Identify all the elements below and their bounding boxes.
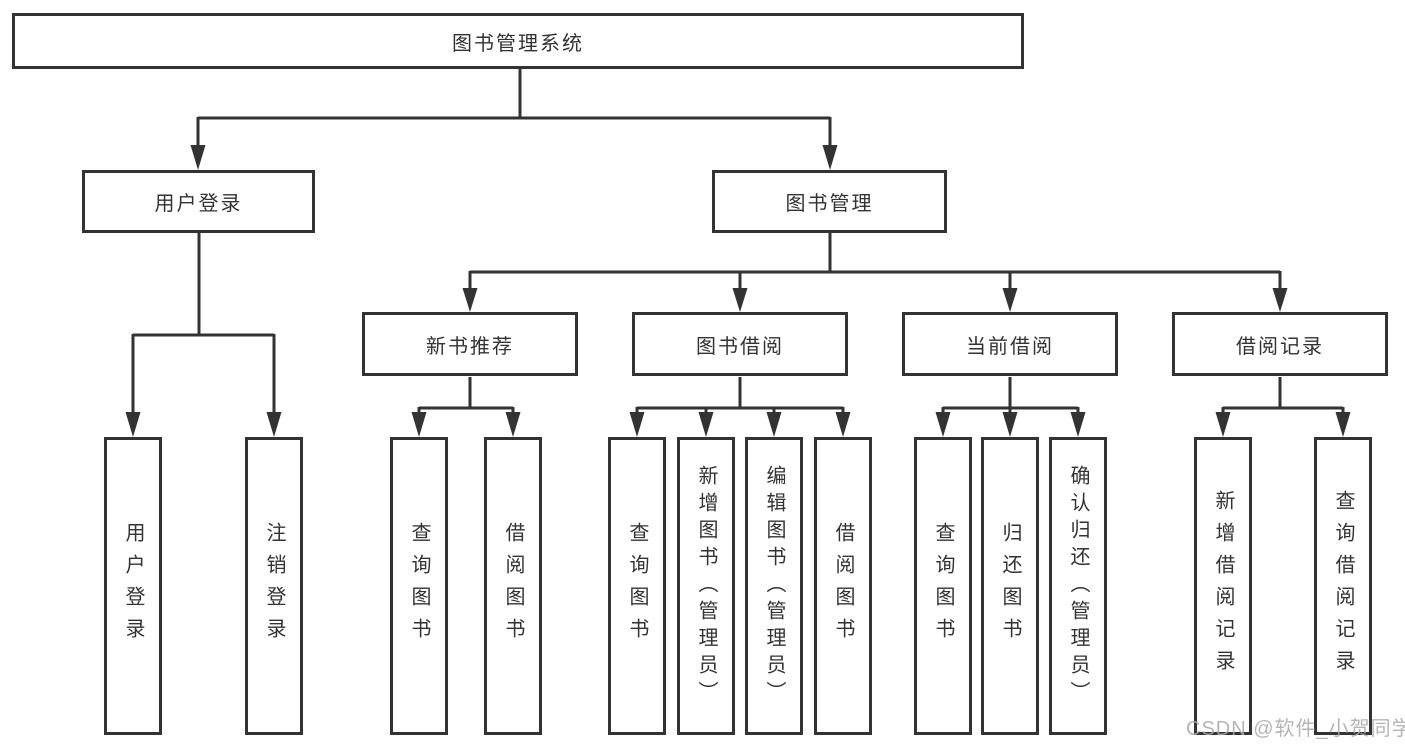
connector-current-borrow-children xyxy=(935,377,1086,437)
leaf-query-book-2-label: 查询图书 xyxy=(626,522,648,650)
connector-new-book-children xyxy=(411,377,521,437)
leaf-query-borrow-record-label: 查询借阅记录 xyxy=(1332,490,1354,682)
leaf-logout: 注销登录 xyxy=(245,437,303,735)
node-current-borrow: 当前借阅 xyxy=(902,312,1118,376)
node-new-book-rec-label: 新书推荐 xyxy=(426,335,514,358)
node-book-borrow: 图书借阅 xyxy=(632,312,848,376)
csdn-watermark: CSDN @软件_小贺同学 xyxy=(1186,718,1405,740)
leaf-edit-book-admin: 编辑图书（管理员） xyxy=(745,437,803,735)
connector-book-mgmt-to-level3 xyxy=(462,233,1288,312)
leaf-add-borrow-record: 新增借阅记录 xyxy=(1194,437,1252,735)
connector-borrow-records-children xyxy=(1215,377,1351,437)
connector-user-login-children xyxy=(125,233,282,437)
leaf-query-book-3-label: 查询图书 xyxy=(932,522,954,650)
leaf-return-book-label: 归还图书 xyxy=(999,522,1021,650)
leaf-user-login-label: 用户登录 xyxy=(122,522,144,650)
leaf-return-book: 归还图书 xyxy=(981,437,1039,735)
node-book-mgmt-label: 图书管理 xyxy=(785,193,874,215)
leaf-user-login: 用户登录 xyxy=(104,437,162,735)
node-root-system: 图书管理系统 xyxy=(12,13,1024,69)
leaf-borrow-book-1: 借阅图书 xyxy=(484,437,542,735)
leaf-add-borrow-record-label: 新增借阅记录 xyxy=(1212,490,1234,682)
node-current-borrow-label: 当前借阅 xyxy=(966,335,1054,358)
node-borrow-records-label: 借阅记录 xyxy=(1236,335,1324,358)
node-root-label: 图书管理系统 xyxy=(452,32,584,55)
leaf-query-book-1: 查询图书 xyxy=(390,437,448,735)
leaf-query-book-1-label: 查询图书 xyxy=(408,522,430,650)
node-book-mgmt: 图书管理 xyxy=(712,170,947,233)
leaf-confirm-return-admin-label: 确认归还（管理员） xyxy=(1067,464,1089,708)
node-borrow-records: 借阅记录 xyxy=(1172,312,1388,376)
node-book-borrow-label: 图书借阅 xyxy=(696,335,784,358)
leaf-borrow-book-2-label: 借阅图书 xyxy=(832,522,854,650)
leaf-borrow-book-1-label: 借阅图书 xyxy=(502,522,524,650)
leaf-query-borrow-record: 查询借阅记录 xyxy=(1314,437,1372,735)
leaf-logout-label: 注销登录 xyxy=(263,522,285,650)
node-new-book-rec: 新书推荐 xyxy=(362,312,578,376)
leaf-borrow-book-2: 借阅图书 xyxy=(814,437,872,735)
leaf-query-book-2: 查询图书 xyxy=(608,437,666,735)
connector-book-borrow-children xyxy=(629,377,851,437)
leaf-add-book-admin: 新增图书（管理员） xyxy=(677,437,735,735)
leaf-confirm-return-admin: 确认归还（管理员） xyxy=(1049,437,1107,735)
leaf-query-book-3: 查询图书 xyxy=(914,437,972,735)
leaf-add-book-admin-label: 新增图书（管理员） xyxy=(695,464,717,708)
leaf-edit-book-admin-label: 编辑图书（管理员） xyxy=(763,464,785,708)
node-user-login-label: 用户登录 xyxy=(154,193,243,215)
node-user-login: 用户登录 xyxy=(82,170,315,233)
connector-root-to-level2 xyxy=(190,69,838,170)
